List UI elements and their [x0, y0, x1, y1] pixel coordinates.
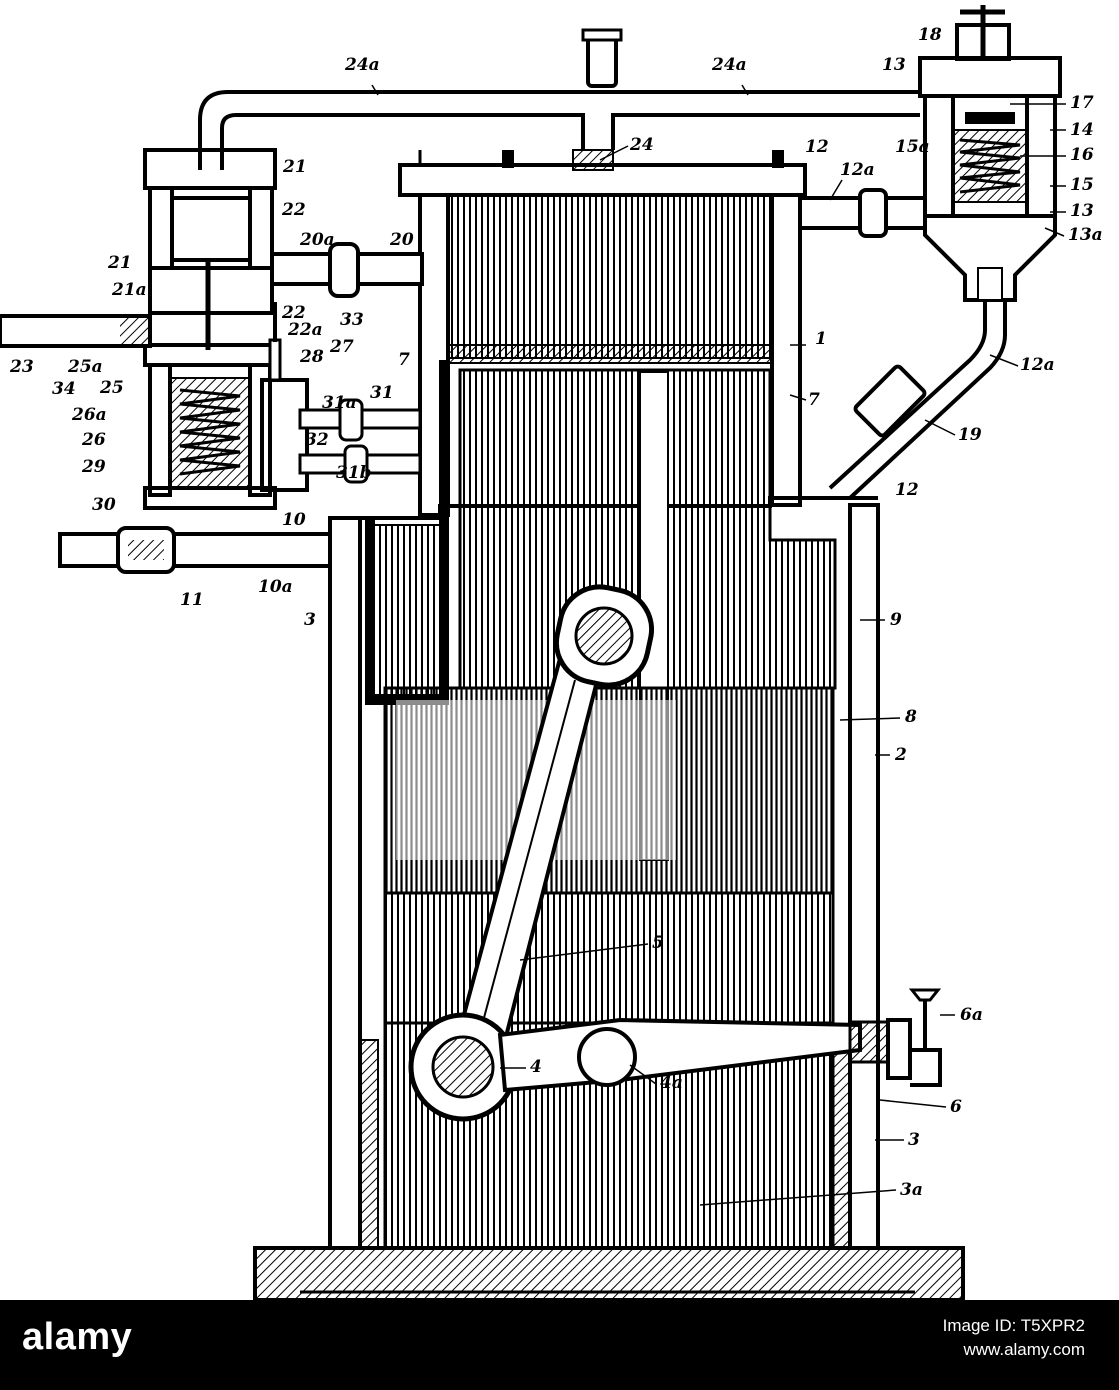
site-url: www.alamy.com: [963, 1340, 1085, 1359]
stock-footer: alamy Image ID: T5XPR2 www.alamy.com: [0, 1300, 1119, 1390]
label: 8: [904, 707, 917, 727]
label: 22: [281, 200, 306, 220]
label: 20a: [299, 230, 335, 250]
label: 15a: [895, 137, 930, 157]
left-valve: [143, 148, 309, 510]
label: 34: [52, 379, 76, 399]
label: 24a: [711, 55, 747, 75]
connecting-rod: [408, 584, 892, 1122]
base-plate: [253, 1246, 965, 1300]
upper-cylinder: [398, 149, 807, 517]
label: 10: [282, 510, 306, 530]
label: 11: [180, 590, 204, 610]
label: 31a: [322, 393, 357, 413]
footer-info: Image ID: T5XPR2 www.alamy.com: [943, 1314, 1085, 1362]
label: 14: [1070, 120, 1094, 140]
left-pipes: [0, 242, 424, 574]
pipe-12a: [798, 188, 1007, 500]
label: 3: [304, 610, 316, 630]
label: 21a: [111, 280, 147, 300]
label: 24a: [344, 55, 380, 75]
label: 29: [81, 457, 106, 477]
label: 7: [808, 390, 820, 410]
footer-logo: alamy: [22, 1316, 133, 1358]
label: 12a: [840, 160, 875, 180]
label: 7: [398, 350, 410, 370]
image-id: Image ID: T5XPR2: [942, 1316, 1085, 1335]
label: 15: [1070, 175, 1094, 195]
label: 12a: [1020, 355, 1055, 375]
label: 2: [894, 745, 907, 765]
stepped-piston: [365, 360, 837, 861]
label: 31: [370, 383, 394, 403]
label: 19: [958, 425, 982, 445]
label: 12: [895, 480, 919, 500]
label: 33: [340, 310, 364, 330]
label: 23: [9, 357, 34, 377]
label: 26: [81, 430, 106, 450]
patent-diagram: 24a 24a 18 13 17 14 15a 16 15 13 13a 12 …: [0, 5, 1103, 1300]
drain-cock: [886, 988, 942, 1087]
label: 24: [629, 135, 654, 155]
label: 6: [950, 1097, 962, 1117]
label: 30: [92, 495, 116, 515]
label: 31b: [336, 463, 372, 483]
label: 21: [282, 157, 307, 177]
label: 4a: [660, 1073, 683, 1093]
label: 3: [908, 1130, 920, 1150]
reference-labels: 24a 24a 18 13 17 14 15a 16 15 13 13a 12 …: [9, 25, 1103, 1200]
right-valve: [918, 5, 1062, 302]
label: 21: [107, 253, 132, 273]
label: 9: [890, 610, 902, 630]
label: 22: [281, 303, 306, 323]
label: 1: [815, 329, 827, 349]
label: 12: [805, 137, 829, 157]
label: 26a: [71, 405, 107, 425]
label: 3a: [900, 1180, 923, 1200]
leader-lines: [371, 84, 1066, 1206]
label: 32: [305, 430, 329, 450]
label: 13a: [1068, 225, 1103, 245]
label: 25a: [67, 357, 103, 377]
label: 22a: [287, 320, 323, 340]
label: 17: [1070, 93, 1094, 113]
label: 13: [882, 55, 906, 75]
label: 13: [1070, 201, 1094, 221]
label: 5: [652, 933, 664, 953]
top-pipes: [198, 28, 920, 170]
label: 16: [1070, 145, 1094, 165]
large-piston: [383, 686, 835, 1250]
label: 28: [299, 347, 324, 367]
label: 4: [530, 1057, 542, 1077]
label: 27: [329, 337, 354, 357]
label: 6a: [960, 1005, 983, 1025]
label: 20: [389, 230, 414, 250]
label: 18: [918, 25, 942, 45]
label: 25: [99, 378, 124, 398]
label: 10a: [258, 577, 293, 597]
